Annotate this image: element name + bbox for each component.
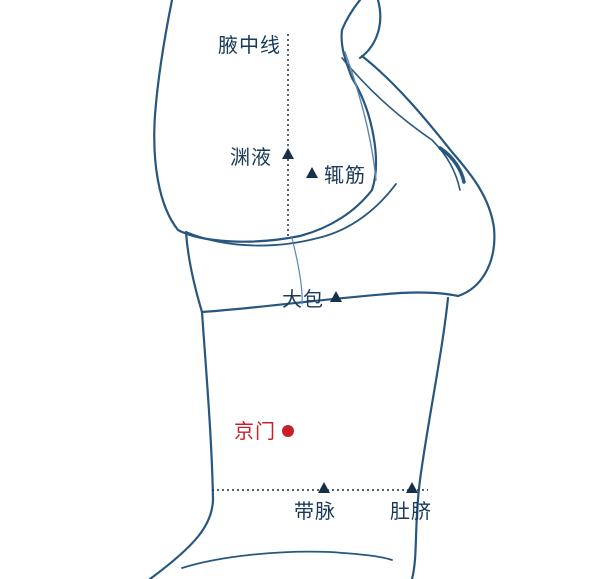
fold-line [291, 237, 303, 305]
bra-band [184, 230, 460, 314]
label-jingmen: 京门 [234, 419, 276, 443]
label-duqi: 肚脐 [390, 499, 432, 523]
label-daimai: 带脉 [294, 499, 336, 523]
label-zhejin: 辄筋 [324, 163, 366, 187]
bra-cup-line [341, 57, 461, 191]
daimai-marker [318, 482, 330, 493]
torso-left-outline [148, 310, 215, 579]
bra-strap [344, 51, 377, 181]
waist-outline [181, 550, 393, 569]
shoulder-back-line [358, 0, 382, 60]
yuanye-marker [282, 148, 294, 159]
chest-outline [360, 54, 496, 298]
label-yuanye: 渊液 [230, 145, 272, 169]
label-axillary-line: 腋中线 [218, 33, 281, 57]
zhejin-marker [306, 167, 318, 178]
duqi-marker [406, 482, 418, 493]
arm-outline [153, 0, 378, 243]
chest-highlight [438, 146, 466, 184]
label-dabao: 大包 [282, 287, 324, 311]
bra-band-top [185, 183, 397, 247]
dabao-marker [330, 291, 342, 302]
jingmen-marker [282, 425, 294, 437]
torso-right-outline [410, 296, 450, 579]
